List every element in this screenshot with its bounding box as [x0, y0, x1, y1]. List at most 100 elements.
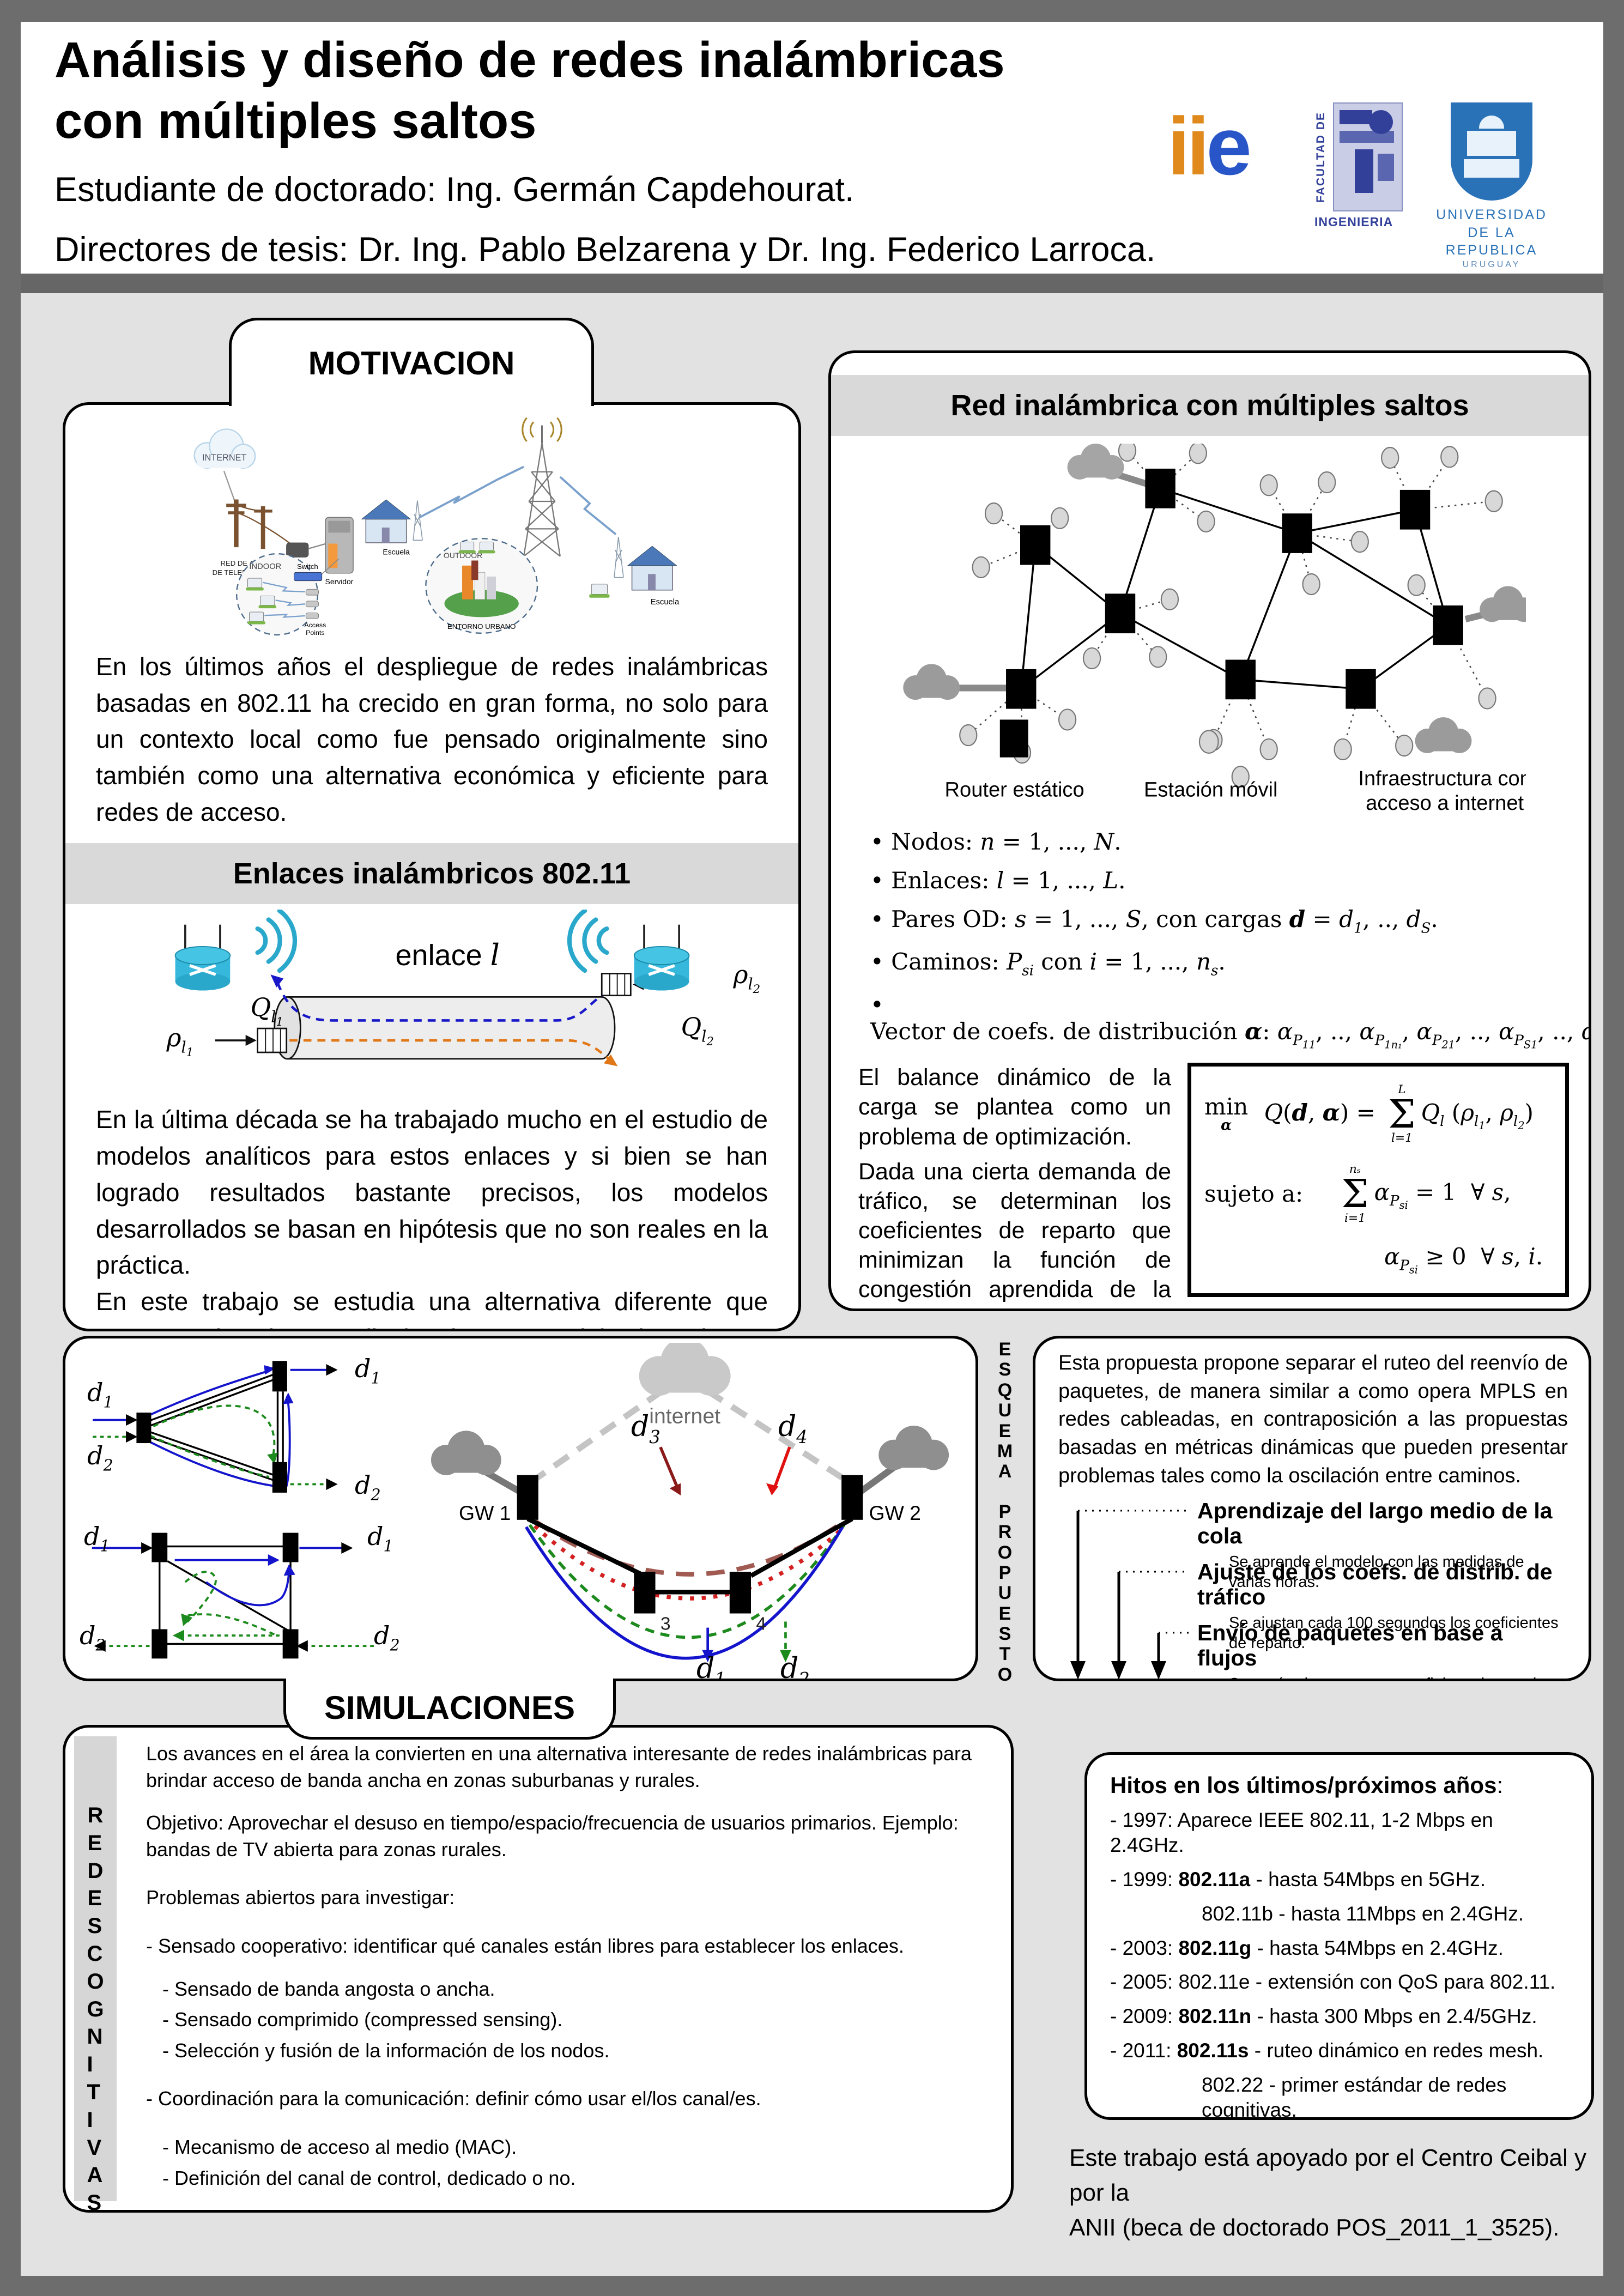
school2-icon [627, 546, 677, 591]
d3-label: d3 [631, 1410, 660, 1447]
motivacion-box: INTERNET RED DE ANTEL DE TELEFONÍA [63, 402, 801, 1331]
gateway-topology-svg: internet GW 1 GW 2 3 4 [431, 1343, 949, 1663]
legend-infra-label-2: acceso a internet [1366, 792, 1524, 815]
svg-text:INTERNET: INTERNET [202, 453, 246, 463]
motivation-illustration: INTERNET RED DE ANTEL DE TELEFONÍA [160, 417, 705, 637]
router-right-icon [633, 925, 689, 991]
right-laptop [589, 584, 609, 598]
svg-text:ENTORNO URBANO: ENTORNO URBANO [447, 622, 516, 631]
d2-in-label: d2 [87, 1441, 113, 1475]
static-routers [1006, 468, 1463, 709]
udelar-shield [1451, 102, 1532, 201]
internet-cloud [639, 1343, 731, 1396]
esquema-arrows-svg [1070, 1510, 1190, 1679]
blue-paths [93, 1368, 332, 1489]
svg-text:Escuela: Escuela [383, 548, 410, 556]
enlaces-header: Enlaces inalámbricos 802.11 [65, 843, 798, 905]
logos: iie FACULTAD DE INGENIERIA UNIVERSIDAD D… [1167, 102, 1554, 270]
d1-out-label: d1 [355, 1354, 381, 1388]
nodes [152, 1532, 299, 1659]
esquema-steps: Aprendizaje del largo medio de la cola S… [1058, 1498, 1568, 1679]
motivacion-paragraph-2: En la última década se ha trabajado much… [96, 1105, 768, 1329]
small-tower2-icon [613, 537, 624, 578]
legend-router-label: Router estático [945, 779, 1084, 802]
server-icon [324, 517, 354, 574]
cloud-right [878, 1425, 949, 1470]
sq-d2-in-label: d2 [374, 1621, 400, 1655]
multihop-network-figure: Router estático Estación móvil Infraestr… [894, 444, 1526, 816]
header: Análisis y diseño de redes inalámbricas … [21, 22, 1603, 274]
green-paths [99, 1571, 374, 1647]
gw1-label: GW 1 [459, 1501, 511, 1524]
student-line: Estudiante de doctorado: Ing. Germán Cap… [54, 171, 855, 209]
svg-text:INDOOR: INDOOR [249, 562, 281, 571]
d2-out-label: d2 [355, 1470, 381, 1504]
adsl-modem-icon [286, 542, 308, 558]
q-l2-label: Ql2 [681, 1012, 714, 1049]
triangle-topology-figure: d1 d2 d1 d2 [80, 1346, 396, 1510]
svg-text:Escuela: Escuela [650, 598, 679, 607]
d4-label: d4 [778, 1410, 808, 1447]
hito-item: - 2005: 802.11e - extensión con QoS para… [1110, 1971, 1556, 1994]
q-l1-label: Ql1 [250, 992, 283, 1029]
switch-icon [293, 572, 322, 581]
bullet-enlaces: Enlaces: l = 1, ..., L. [870, 867, 1567, 894]
step-ajuste: Ajuste de los coefs. de distrib. de tráf… [1197, 1559, 1559, 1652]
enlace-figure: enlace l ρl1 Ql1 ρl2 Ql2 [108, 910, 760, 1089]
internet-label: internet [649, 1404, 720, 1428]
nodes [136, 1361, 287, 1493]
small-tower-icon [412, 500, 423, 541]
queue-left [215, 1028, 287, 1053]
header-divider-band [21, 274, 1603, 293]
motivacion-paragraph-1: En los últimos años el despliegue de red… [96, 652, 768, 826]
wifi-right [567, 910, 609, 973]
node3-label: 3 [660, 1614, 671, 1634]
radio-waves-icon [521, 417, 562, 442]
redes-cognitivas-text: Los avances en el área la convierten en … [146, 1742, 972, 2189]
legend-station-label: Estación móvil [1144, 779, 1277, 802]
balance-block: El balance dinámico de la carga se plant… [858, 1063, 1569, 1308]
hito-item: - 1997: Aparece IEEE 802.11, 1-2 Mbps en… [1110, 1809, 1493, 1856]
blue-paths [92, 1547, 347, 1607]
title-line-1: Análisis y diseño de redes inalámbricas [54, 32, 1005, 88]
radio-tower-icon [523, 425, 561, 557]
hitos-box: Hitos en los últimos/próximos años: - 19… [1084, 1752, 1594, 2120]
sq-d2-out-label: d2 [80, 1621, 106, 1655]
arc-red-dotted [533, 1524, 847, 1601]
title-line-2: con múltiples saltos [54, 93, 537, 149]
hito-item: - 2011: 802.11s - ruteo dinámico en rede… [1110, 2039, 1544, 2062]
outdoor-laptops [458, 542, 495, 554]
svg-text:Switch: Switch [297, 562, 318, 571]
legend-cloud-icon [1415, 717, 1472, 753]
node4-label: 4 [756, 1614, 766, 1634]
wireless-links [419, 465, 616, 535]
indoor-bolts [262, 581, 305, 618]
bullet-pares: Pares OD: s = 1, ..., S, con cargas d = … [870, 906, 1567, 936]
telephone-poles-icon [226, 499, 294, 549]
bullet-vector: Vector de coefs. de distribución α: αP11… [870, 991, 1589, 1051]
internet-cloud-icon: INTERNET [193, 428, 256, 469]
hito-item: 802.22 - primer estándar de redes cognit… [1202, 2074, 1507, 2120]
d1-in-label: d1 [87, 1378, 113, 1411]
balance-text: El balance dinámico de la carga se plant… [858, 1064, 1171, 1308]
rho-l2-label: ρl2 [733, 960, 761, 996]
bullet-nodos: Nodos: n = 1, ..., N. [870, 828, 1567, 855]
hito-item: - 1999: 802.11a - hasta 54Mbps en 5GHz. [1110, 1868, 1486, 1891]
sq-d1-in-label: d1 [84, 1522, 110, 1555]
red-multihop-box: Red inalámbrica con múltiples saltos [828, 350, 1591, 1311]
multihop-network-svg: Router estático Estación móvil Infraestr… [903, 444, 1526, 815]
gw-d2-label: d2 [780, 1652, 810, 1681]
svg-text:Points: Points [306, 629, 324, 637]
advisors-line: Directores de tesis: Dr. Ing. Pablo Belz… [54, 231, 1156, 269]
indoor-laptops [245, 578, 276, 625]
